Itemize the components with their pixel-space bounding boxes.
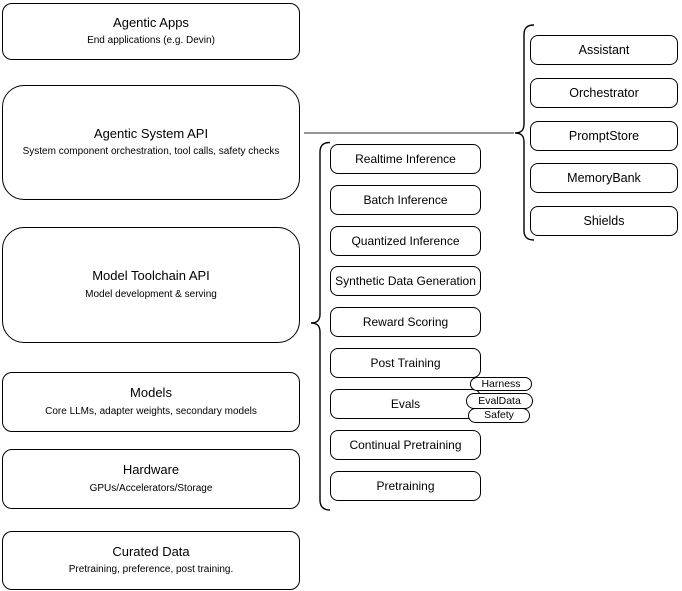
node-post-training: Post Training — [330, 348, 481, 378]
node-promptstore: PromptStore — [530, 121, 678, 151]
node-shields: Shields — [530, 206, 678, 236]
node-pretraining: Pretraining — [330, 471, 481, 501]
tag-evaldata: EvalData — [466, 393, 533, 409]
tag-safety: Safety — [468, 408, 530, 423]
node-memorybank: MemoryBank — [530, 163, 678, 193]
node-subtitle: System component orchestration, tool cal… — [22, 146, 280, 158]
node-orchestrator: Orchestrator — [530, 78, 678, 108]
node-title: Agentic System API — [93, 125, 209, 141]
node-hardware: Hardware GPUs/Accelerators/Storage — [2, 449, 300, 509]
node-realtime-inference: Realtime Inference — [330, 144, 481, 174]
node-assistant: Assistant — [530, 35, 678, 65]
node-title: Hardware — [122, 462, 180, 478]
node-batch-inference: Batch Inference — [330, 185, 481, 215]
node-curated-data: Curated Data Pretraining, preference, po… — [2, 531, 300, 590]
tag-harness: Harness — [470, 377, 532, 391]
node-title: Agentic Apps — [113, 14, 189, 30]
node-agentic-apps: Agentic Apps End applications (e.g. Devi… — [2, 3, 300, 60]
node-subtitle: Core LLMs, adapter weights, secondary mo… — [45, 405, 257, 417]
node-synthetic-data-generation: Synthetic Data Generation — [330, 266, 481, 296]
node-model-toolchain-api: Model Toolchain API Model development & … — [2, 227, 300, 343]
toolchain-brace — [310, 141, 331, 511]
node-models: Models Core LLMs, adapter weights, secon… — [2, 372, 300, 432]
node-title: Models — [130, 385, 172, 401]
node-subtitle: End applications (e.g. Devin) — [87, 35, 215, 47]
node-subtitle: GPUs/Accelerators/Storage — [89, 482, 213, 494]
node-quantized-inference: Quantized Inference — [330, 226, 481, 256]
node-subtitle: Pretraining, preference, post training. — [68, 564, 234, 576]
node-subtitle: Model development & serving — [85, 288, 217, 300]
node-reward-scoring: Reward Scoring — [330, 307, 481, 337]
node-agentic-system-api: Agentic System API System component orch… — [2, 85, 300, 200]
node-evals: Evals — [330, 389, 481, 419]
node-title: Model Toolchain API — [92, 268, 210, 284]
node-continual-pretraining: Continual Pretraining — [330, 430, 481, 460]
node-title: Curated Data — [112, 543, 190, 559]
